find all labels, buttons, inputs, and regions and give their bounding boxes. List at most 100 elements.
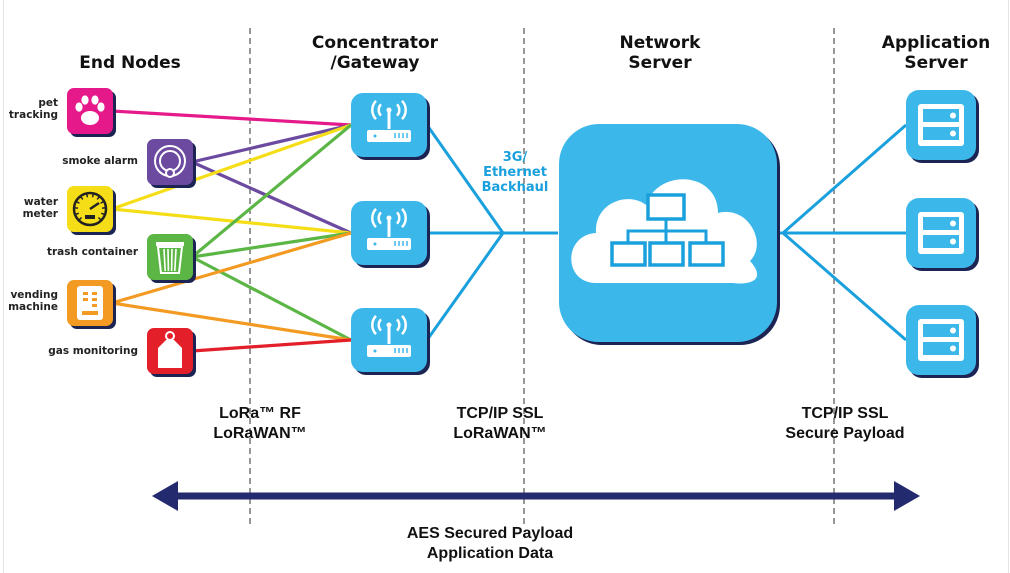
gauge-tick — [91, 194, 94, 198]
cloud-network-icon — [559, 124, 780, 345]
wireless-router-icon — [351, 201, 430, 268]
gauge-tick — [76, 201, 80, 204]
backhaul-label: 3G/ Ethernet Backhaul — [481, 150, 549, 195]
signal-wave — [401, 208, 407, 228]
signal-wave — [371, 315, 377, 335]
server-drive — [923, 324, 959, 337]
alarm-light — [165, 168, 175, 178]
gas-valve — [165, 331, 175, 341]
link-line — [111, 301, 352, 342]
trash-can-icon — [147, 234, 196, 283]
smoke-alarm-icon — [147, 139, 196, 188]
server-led — [950, 220, 956, 227]
server-led — [950, 238, 956, 245]
wireless-router-icon — [351, 308, 430, 375]
vending-slot — [92, 298, 97, 301]
end-node-icons — [67, 88, 196, 377]
signal-wave — [401, 315, 407, 335]
gauge-display — [85, 215, 95, 219]
server-led — [950, 345, 956, 352]
header-application-server: Application Server — [881, 33, 991, 73]
backhaul-links — [425, 123, 907, 342]
antenna-tip — [386, 215, 392, 221]
app-link-line — [782, 123, 907, 235]
link-line — [111, 109, 352, 127]
arrow-head-left — [152, 481, 178, 511]
org-child-box — [610, 241, 647, 267]
link-line — [191, 231, 352, 259]
gauge-icon — [67, 186, 116, 235]
org-child-box — [688, 241, 725, 267]
link-line — [190, 123, 353, 259]
network-server-icon — [559, 124, 780, 345]
trash-body — [156, 246, 184, 274]
paw-toe — [97, 102, 105, 112]
protocol-label-tcpip-lorawan: TCP/IP SSL LoRaWAN™ — [453, 405, 547, 442]
gauge-tick — [96, 196, 100, 200]
link-line — [191, 123, 352, 164]
paw-icon — [67, 88, 116, 137]
gauge-tick — [75, 212, 80, 215]
node-label-gas-monitoring: gas monitoring — [48, 345, 138, 357]
signal-wave — [377, 318, 382, 332]
paw-pad — [81, 111, 99, 125]
bottom-label-aes: AES Secured Payload Application Data — [406, 525, 574, 562]
node-gateway-links — [111, 109, 353, 353]
gauge-tick — [100, 212, 105, 215]
vending-slot — [83, 298, 88, 301]
gauge-tick — [86, 194, 89, 198]
router-base — [367, 345, 411, 357]
signal-wave — [371, 208, 377, 228]
trash-lid — [156, 242, 184, 246]
server-led — [950, 327, 956, 334]
gateway-icons — [351, 93, 430, 375]
gauge-tick — [80, 196, 84, 200]
header-gateway: Concentrator /Gateway — [311, 33, 439, 73]
server-drive — [923, 109, 959, 122]
trash-rib — [174, 248, 177, 272]
signal-wave — [377, 211, 382, 225]
org-child-box — [648, 241, 685, 267]
vending-slot — [92, 292, 97, 295]
secured-payload-arrow — [152, 481, 920, 511]
server-led — [950, 130, 956, 137]
antenna-tip — [386, 322, 392, 328]
gauge-dial — [72, 191, 108, 227]
paw-toe — [81, 95, 89, 105]
vending-tray — [82, 311, 98, 315]
link-line — [111, 207, 352, 235]
gauge-needle — [89, 201, 100, 211]
link-line — [191, 160, 352, 235]
vending-slot — [83, 292, 88, 295]
router-led — [373, 242, 377, 246]
server-icon — [906, 198, 979, 271]
server-led — [950, 112, 956, 119]
signal-wave — [377, 103, 382, 117]
protocol-label-lora-rf: LoRa™ RF LoRaWAN™ — [213, 405, 307, 442]
node-label-vending-machine: vending machine — [8, 289, 58, 313]
signal-wave — [401, 100, 407, 120]
header-end-nodes: End Nodes — [79, 53, 181, 73]
wireless-router-icon — [351, 93, 430, 160]
antenna-tip — [386, 107, 392, 113]
gauge-tick — [100, 201, 104, 204]
signal-wave — [396, 318, 401, 332]
server-icon — [906, 90, 979, 163]
gauge-tick — [78, 216, 83, 221]
server-drive — [923, 235, 959, 248]
gas-tank-body — [158, 340, 182, 368]
server-icon — [906, 305, 979, 378]
router-led — [373, 134, 377, 138]
gas-tank-icon — [147, 328, 196, 377]
signal-wave — [396, 211, 401, 225]
protocol-label-tcpip-secure: TCP/IP SSL Secure Payload — [785, 405, 905, 442]
router-led — [373, 349, 377, 353]
link-line — [191, 338, 352, 353]
diagram-frame — [3, 0, 1009, 573]
header-network-server: Network Server — [619, 33, 701, 73]
arrow-head-right — [894, 481, 920, 511]
app-link-line — [782, 231, 907, 342]
gauge-tick — [97, 216, 102, 221]
trash-rib — [163, 248, 166, 272]
